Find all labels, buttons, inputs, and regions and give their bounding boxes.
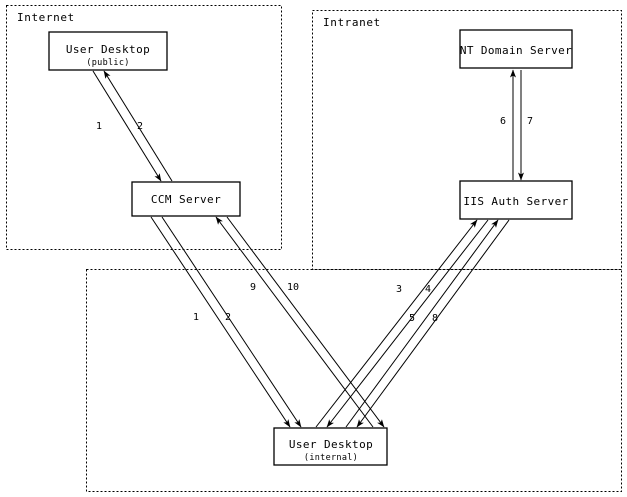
node-iis-auth-server[interactable]: IIS Auth Server	[459, 180, 573, 220]
step-label-1-internal: 1	[193, 312, 199, 323]
step-label-8: 8	[432, 313, 438, 324]
flow-line-step-9	[215, 216, 374, 428]
step-label-9: 9	[250, 282, 256, 293]
flow-line-step-1-internal	[150, 216, 291, 428]
node-subtitle-user-desktop-internal: (internal)	[304, 453, 358, 463]
flow-group-iis-nt	[510, 69, 524, 181]
node-title-iis-auth-server: IIS Auth Server	[463, 195, 568, 208]
step-label-2-internal: 2	[225, 312, 231, 323]
step-label-7: 7	[527, 116, 533, 127]
flow-line-step-2-internal	[161, 216, 302, 428]
zone-boundaries	[6, 5, 622, 492]
node-title-ccm-server: CCM Server	[151, 193, 221, 206]
node-box-user-desktop-public[interactable]	[48, 31, 168, 71]
flow-group-internal-ccm-910	[215, 216, 385, 428]
node-user-desktop-internal[interactable]: User Desktop (internal)	[273, 427, 388, 466]
flow-line-step-5	[345, 219, 499, 428]
step-label-6: 6	[500, 116, 506, 127]
step-label-5: 5	[409, 313, 415, 324]
flow-group-internal-iis-58	[345, 219, 510, 428]
node-box-user-desktop-internal[interactable]	[273, 427, 388, 466]
step-label-10: 10	[287, 282, 299, 293]
zone-internal-lan-box	[86, 269, 622, 492]
flow-line-step-8	[356, 219, 510, 428]
flow-line-step-10	[226, 216, 385, 428]
node-box-nt-domain-server[interactable]	[459, 29, 573, 69]
node-subtitle-user-desktop-public: (public)	[86, 58, 129, 68]
node-box-ccm-server[interactable]	[131, 181, 241, 217]
zone-label-internet: Internet	[17, 11, 75, 24]
node-user-desktop-public[interactable]: User Desktop (public)	[48, 31, 168, 71]
zone-label-intranet: Intranet	[323, 16, 381, 29]
node-title-user-desktop-public: User Desktop	[66, 43, 150, 56]
node-title-nt-domain-server: NT Domain Server	[460, 44, 572, 57]
flow-group-public-ccm	[92, 70, 173, 182]
node-nt-domain-server[interactable]: NT Domain Server	[459, 29, 573, 69]
flow-line-step-3	[315, 219, 478, 428]
step-label-2-public: 2	[137, 121, 143, 132]
node-box-iis-auth-server[interactable]	[459, 180, 573, 220]
flow-line-step-2-public	[103, 70, 173, 182]
step-label-1-public: 1	[96, 121, 102, 132]
flow-line-step-1-public	[92, 70, 162, 182]
node-ccm-server[interactable]: CCM Server	[131, 181, 241, 217]
flow-group-internal-ccm-12	[150, 216, 302, 428]
step-label-3: 3	[396, 284, 402, 295]
step-labels: 1 2 1 2 3 4 5 6 7 8 9 10	[96, 116, 533, 324]
node-title-user-desktop-internal: User Desktop	[289, 438, 373, 451]
flow-group-internal-iis-34	[315, 219, 489, 428]
flow-line-step-4	[326, 219, 489, 428]
zone-internet-box	[6, 5, 282, 250]
step-label-4: 4	[425, 284, 431, 295]
